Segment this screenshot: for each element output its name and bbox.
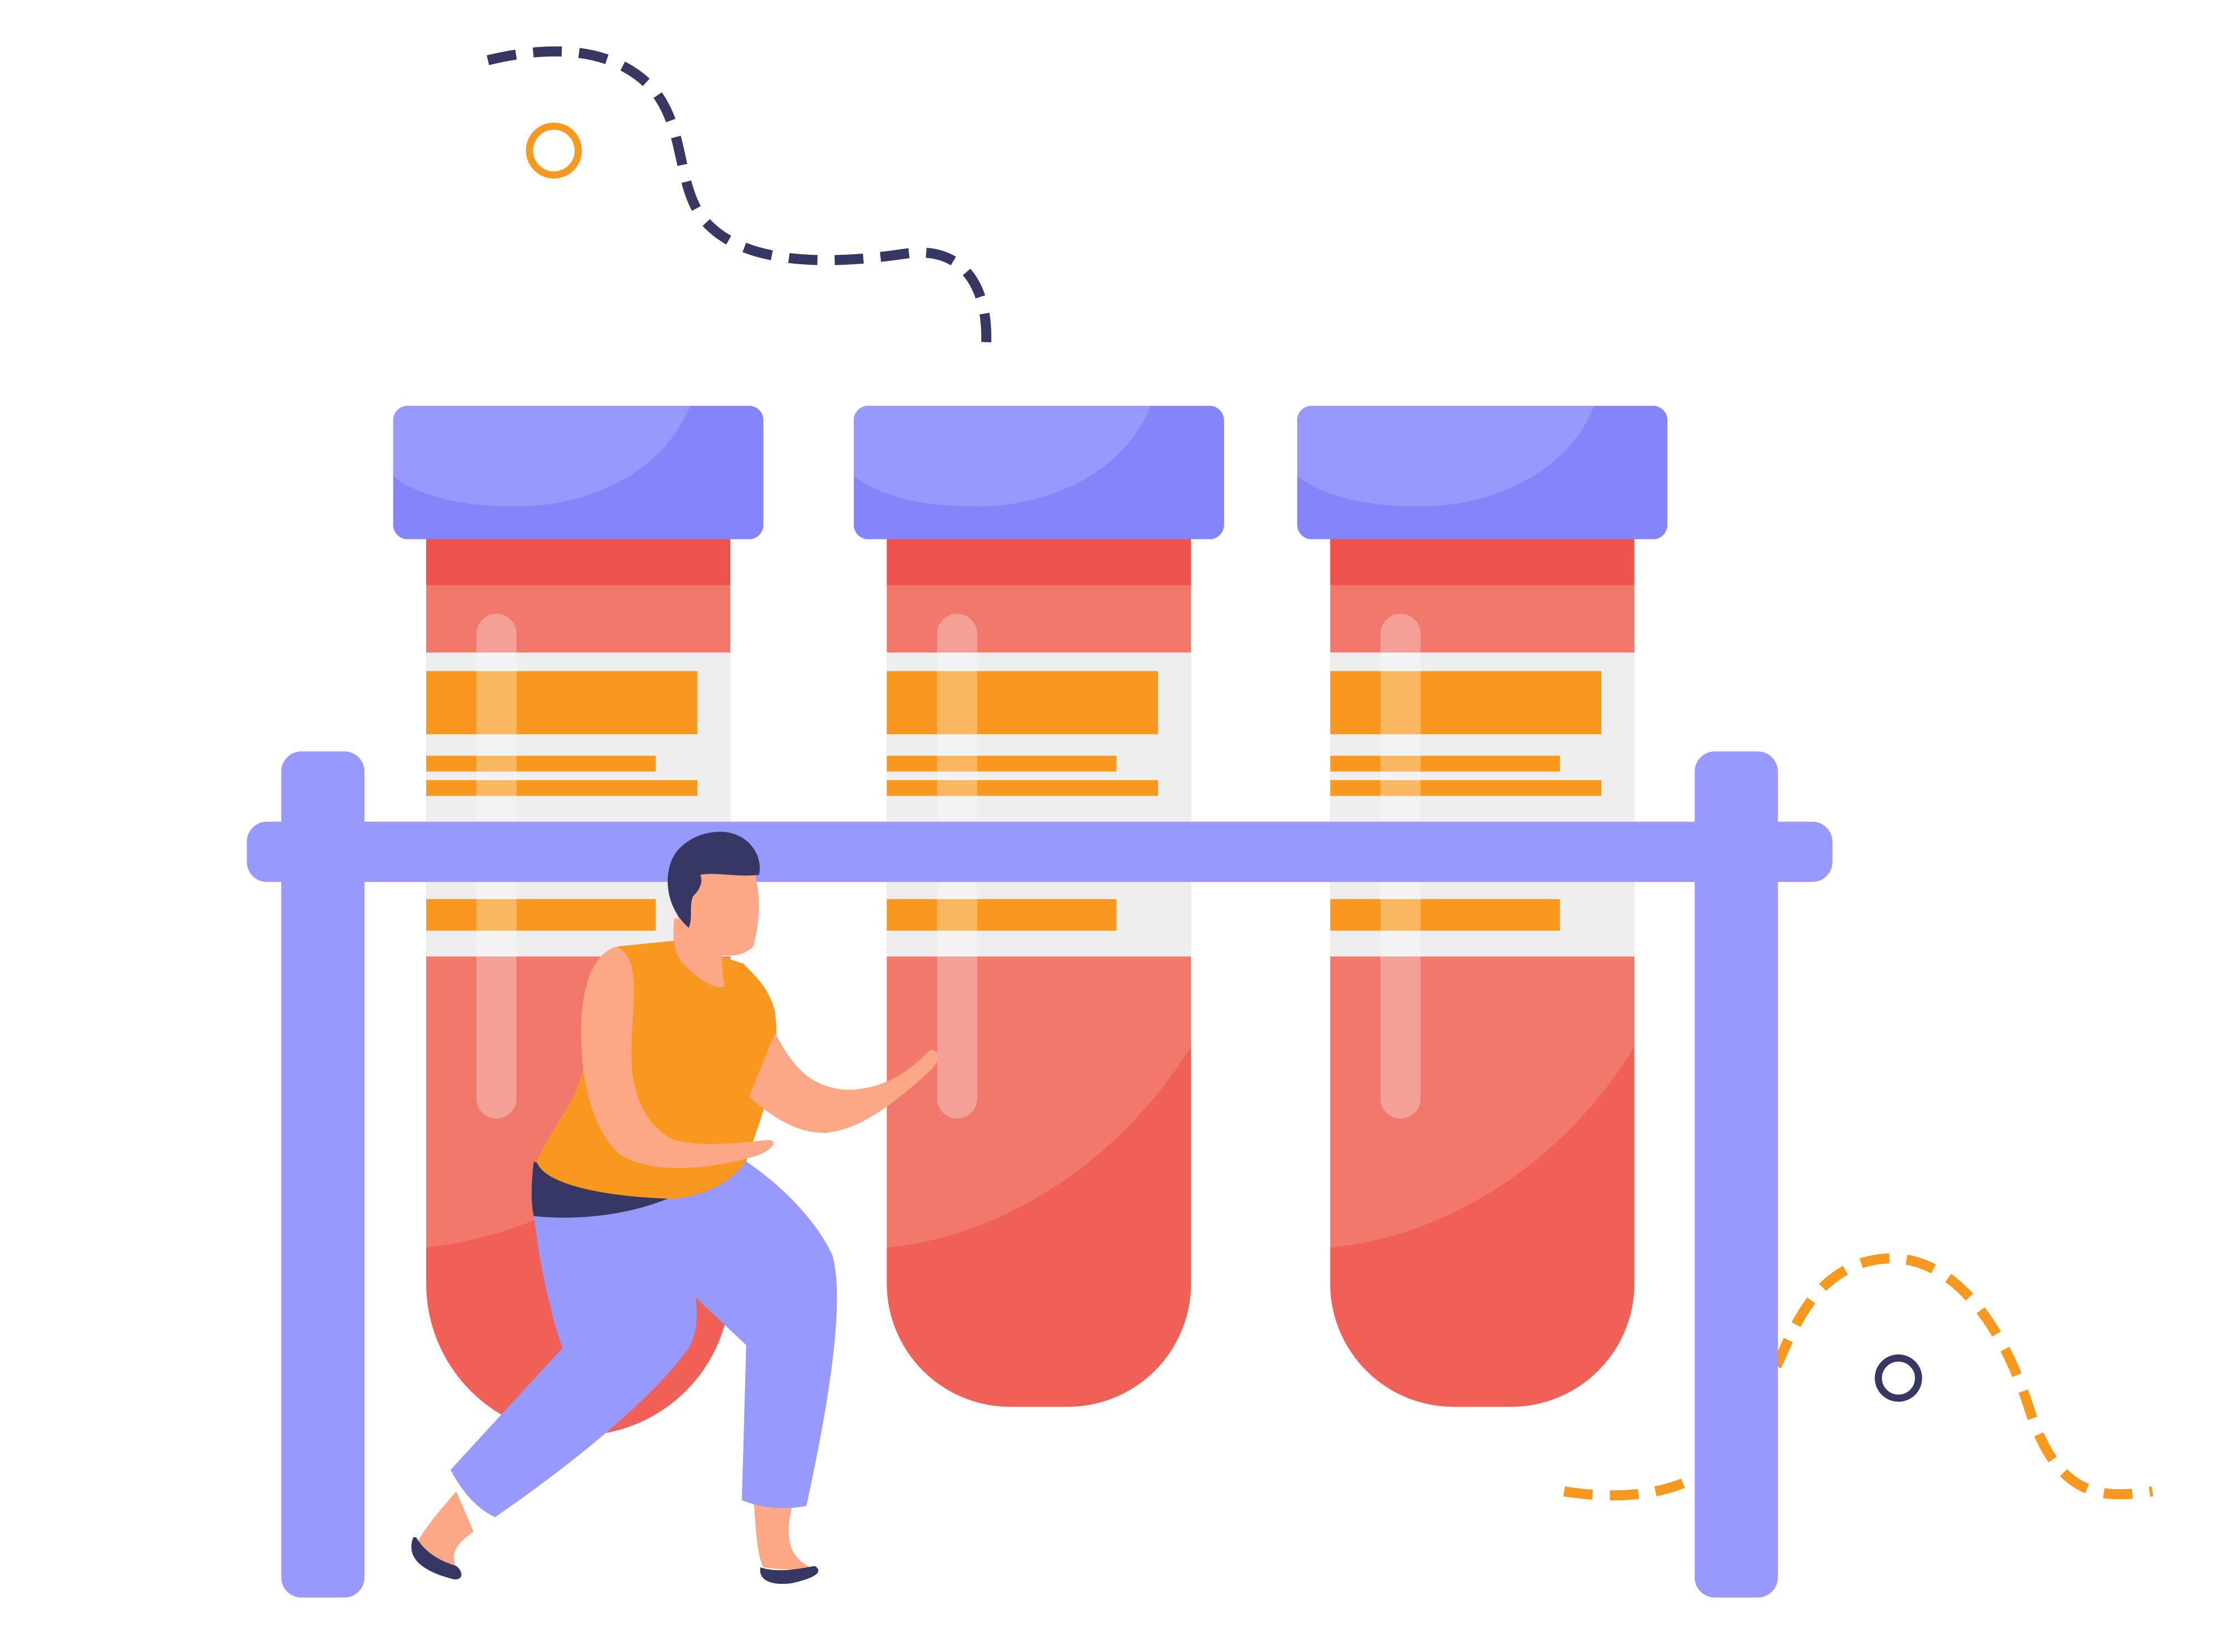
test-tube-icon [853,406,1224,1407]
dashed-path-decoration [1563,1253,2153,1501]
person-figure [411,832,938,1584]
ring-decoration [526,122,582,179]
ring-decoration [1875,1354,1922,1402]
dashed-path-decoration [487,46,992,352]
test-tube-icon [1297,406,1668,1407]
tube-rack-icon [247,751,1832,1598]
